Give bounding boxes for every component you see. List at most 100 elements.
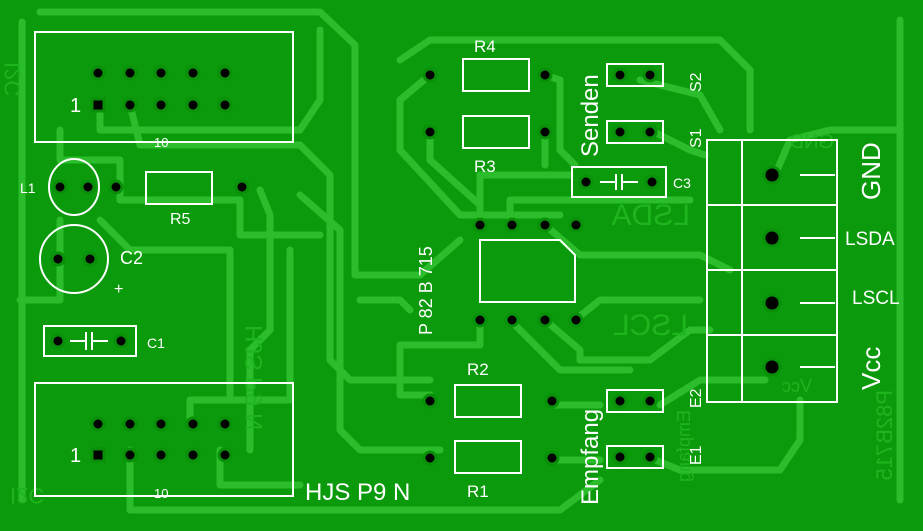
pin1-pad-bottom bbox=[90, 447, 106, 463]
mirrored-chip: P82B715 bbox=[872, 390, 897, 481]
mirrored-lscl: LSCL bbox=[613, 309, 688, 342]
pad bbox=[422, 450, 438, 466]
senden-label: Senden bbox=[577, 74, 604, 157]
pad bbox=[762, 293, 782, 313]
bottom-connector-pin10-label: 10 bbox=[154, 486, 168, 501]
e1-outline bbox=[606, 445, 664, 469]
r2-body bbox=[454, 384, 522, 418]
s2-outline bbox=[606, 63, 664, 87]
pad bbox=[537, 67, 553, 83]
l1-label: L1 bbox=[20, 180, 36, 196]
r5-body bbox=[145, 171, 213, 205]
mirrored-i2c-top: I2C bbox=[0, 62, 25, 96]
pin1-pad-top bbox=[90, 97, 106, 113]
pad bbox=[504, 312, 520, 328]
pad bbox=[90, 65, 106, 81]
c2-label: C2 bbox=[120, 248, 143, 268]
pad bbox=[122, 416, 138, 432]
silkscreen-outlines bbox=[34, 31, 838, 497]
pad bbox=[422, 393, 438, 409]
pad bbox=[113, 333, 129, 349]
pad bbox=[52, 179, 68, 195]
pad bbox=[422, 124, 438, 140]
pad bbox=[568, 312, 584, 328]
pad bbox=[762, 357, 782, 377]
r4-label: R4 bbox=[474, 37, 496, 56]
r5-label: R5 bbox=[170, 211, 191, 228]
mirrored-hjs: HJS P9 N bbox=[241, 325, 268, 430]
c1-label: C1 bbox=[147, 335, 165, 351]
pad bbox=[122, 97, 138, 113]
c2-outline bbox=[39, 224, 109, 294]
pad bbox=[50, 251, 66, 267]
pad bbox=[153, 65, 169, 81]
gnd-label: GND bbox=[856, 142, 886, 200]
r1-label: R1 bbox=[467, 482, 489, 501]
pad bbox=[642, 449, 658, 465]
pad bbox=[90, 416, 106, 432]
r2-label: R2 bbox=[467, 360, 489, 379]
pad bbox=[234, 179, 250, 195]
pad bbox=[82, 251, 98, 267]
vcc-label: Vcc bbox=[856, 347, 886, 390]
l1-outline bbox=[48, 158, 100, 216]
pad bbox=[217, 65, 233, 81]
pad bbox=[217, 416, 233, 432]
pad bbox=[537, 217, 553, 233]
pad bbox=[642, 67, 658, 83]
e2-label: E2 bbox=[688, 388, 705, 408]
square-pads bbox=[90, 97, 106, 463]
empfang-label: Empfang bbox=[577, 409, 604, 505]
lsda-label: LSDA bbox=[845, 229, 895, 250]
r3-body bbox=[462, 115, 530, 149]
pad bbox=[122, 65, 138, 81]
pad bbox=[50, 333, 66, 349]
silkscreen-labels: 1 10 1 10 L1 R5 C2 + C1 R4 R3 R2 R1 C3 P… bbox=[20, 37, 900, 506]
pad bbox=[185, 447, 201, 463]
lscl-label: LSCL bbox=[852, 288, 900, 309]
pad bbox=[537, 312, 553, 328]
pad bbox=[612, 393, 628, 409]
pad bbox=[568, 217, 584, 233]
pad bbox=[642, 124, 658, 140]
pad bbox=[108, 179, 124, 195]
pad bbox=[762, 165, 782, 185]
pad bbox=[612, 67, 628, 83]
c2-polarity: + bbox=[114, 281, 123, 298]
pad bbox=[612, 124, 628, 140]
r4-body bbox=[462, 58, 530, 92]
c1-outline bbox=[43, 325, 137, 357]
pad bbox=[612, 449, 628, 465]
c3-outline bbox=[571, 166, 667, 198]
mirrored-text: I2C I2C HJS P9 N LSDA LSCL GND Vcc P82B7… bbox=[0, 62, 897, 508]
top-connector-outline bbox=[34, 31, 294, 143]
c3-label: C3 bbox=[673, 175, 691, 191]
pad bbox=[578, 174, 594, 190]
pads bbox=[50, 65, 782, 466]
pad bbox=[153, 97, 169, 113]
board-name-label: HJS P9 N bbox=[305, 479, 410, 506]
pad bbox=[504, 217, 520, 233]
top-connector-pin1-label: 1 bbox=[70, 95, 81, 117]
bottom-connector-outline bbox=[34, 382, 294, 497]
ic-outline bbox=[479, 239, 576, 303]
pad bbox=[537, 124, 553, 140]
copper-traces bbox=[16, 8, 904, 514]
pad bbox=[80, 179, 96, 195]
pad bbox=[544, 450, 560, 466]
pad bbox=[642, 393, 658, 409]
e1-label: E1 bbox=[688, 445, 705, 465]
ic-label: P 82 B 715 bbox=[416, 246, 436, 335]
r3-label: R3 bbox=[474, 157, 496, 176]
s2-label: S2 bbox=[688, 72, 705, 92]
pad bbox=[472, 217, 488, 233]
e2-outline bbox=[606, 389, 664, 413]
mirrored-gnd: GND bbox=[790, 131, 834, 153]
pad bbox=[153, 447, 169, 463]
pad bbox=[185, 416, 201, 432]
pad bbox=[185, 65, 201, 81]
pad bbox=[762, 228, 782, 248]
pad bbox=[122, 447, 138, 463]
pad bbox=[544, 393, 560, 409]
